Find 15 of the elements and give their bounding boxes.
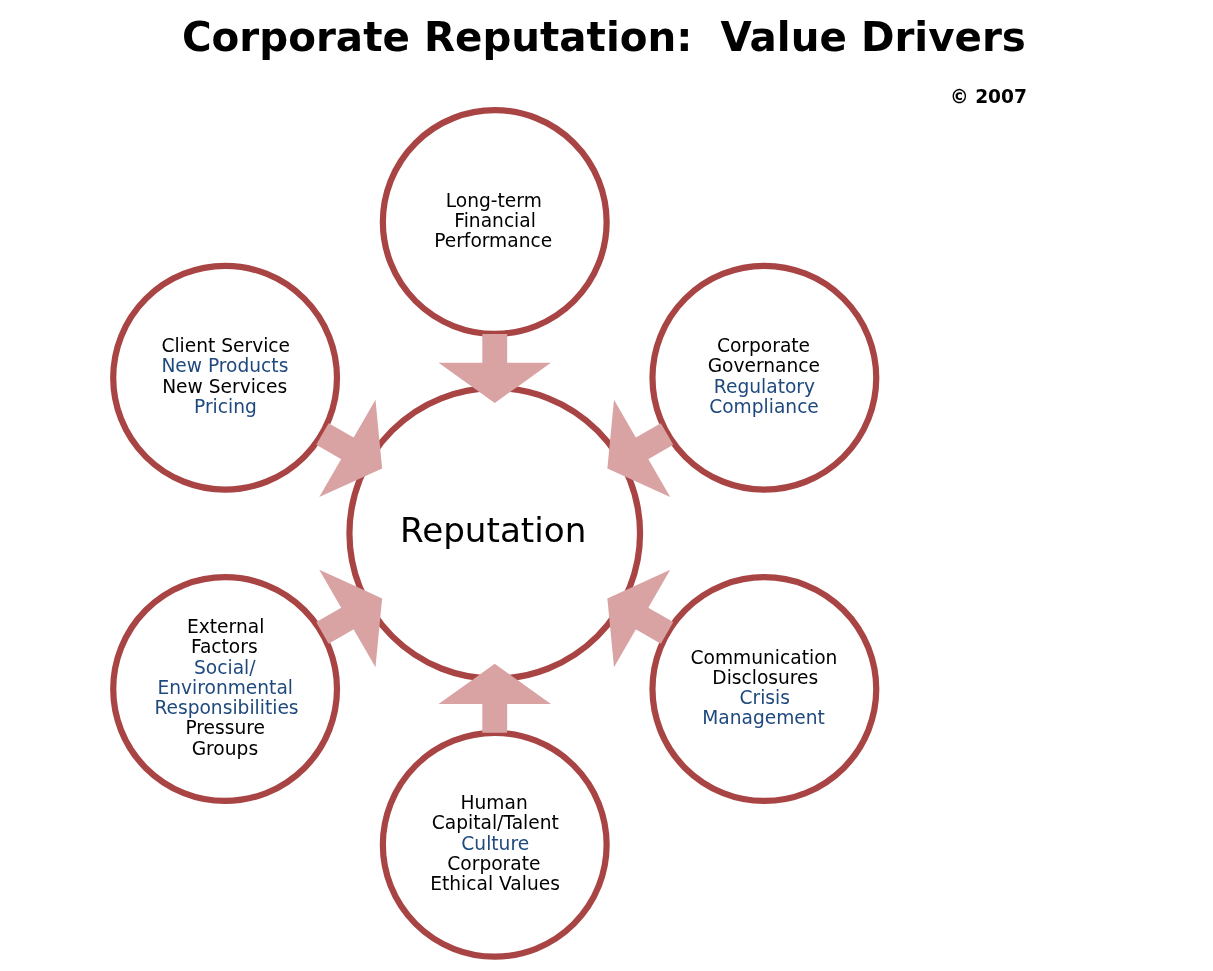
label: © 2007 bbox=[949, 86, 1027, 108]
arrow bbox=[315, 399, 382, 497]
node-circle: External Factors Social/ Environmental Responsibilities Pressure Groups bbox=[109, 574, 340, 805]
node-circle: Client Service New Products New Services Pricing bbox=[109, 262, 340, 493]
node-circle: Reputation bbox=[345, 385, 643, 682]
arrow bbox=[438, 334, 551, 403]
arrow bbox=[438, 663, 551, 733]
node-circle: Long-term Financial Performance bbox=[379, 107, 610, 338]
diagram-title: Corporate Reputation: Value Drivers bbox=[181, 13, 1026, 62]
node-circle: Corporate Governance Regulatory Compliance bbox=[648, 262, 879, 493]
arrow bbox=[606, 569, 673, 668]
arrow bbox=[606, 399, 673, 497]
arrow bbox=[315, 569, 382, 668]
node-circle: Human Capital/Talent Culture Corporate Ethical Values bbox=[379, 729, 610, 960]
node-circle: Communication Disclosures Crisis Management bbox=[648, 574, 879, 805]
